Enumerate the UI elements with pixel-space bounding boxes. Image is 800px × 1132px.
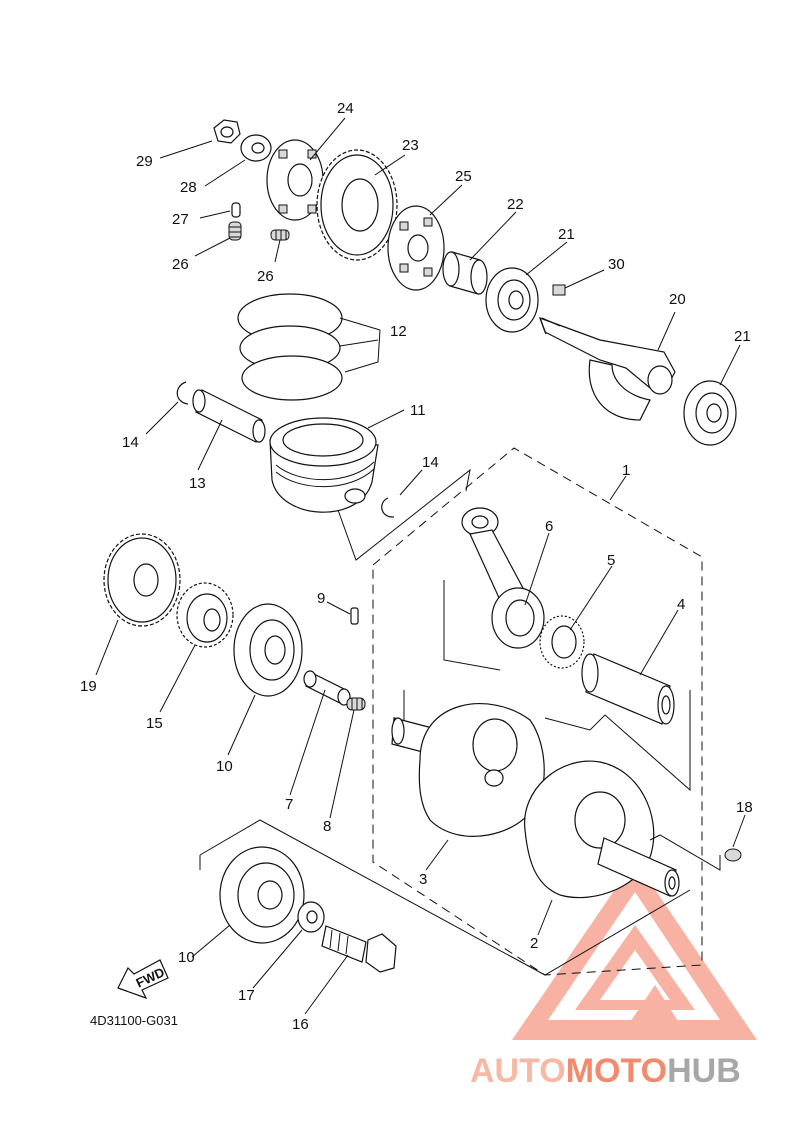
callout-14b: 14 — [422, 454, 439, 471]
assembly-lines — [199, 468, 721, 976]
fwd-arrow: FWD — [117, 959, 169, 1000]
needle-bearing-5 — [539, 615, 585, 669]
callout-9: 9 — [317, 590, 325, 607]
callout-14a: 14 — [122, 434, 139, 451]
bearing-21b — [683, 380, 737, 446]
key-30 — [552, 284, 566, 296]
watermark-moto: MOTO — [566, 1052, 667, 1090]
bearing-21a — [485, 267, 539, 333]
callout-27: 27 — [172, 211, 189, 228]
plate-25 — [387, 205, 445, 291]
callout-26a: 26 — [172, 256, 189, 273]
callout-leaders — [95, 117, 746, 1015]
piston-rings-12 — [237, 293, 343, 401]
bolt-16 — [321, 925, 397, 973]
callout-22: 22 — [507, 196, 524, 213]
callout-26b: 26 — [257, 268, 274, 285]
callout-17: 17 — [238, 987, 255, 1004]
circlip-14b — [381, 497, 395, 518]
spring-26b — [270, 229, 290, 241]
callout-15: 15 — [146, 715, 163, 732]
callout-1: 1 — [622, 462, 630, 479]
callout-10a: 10 — [216, 758, 233, 775]
washer-17 — [297, 901, 325, 933]
bolt-7 — [303, 670, 351, 706]
callout-21a: 21 — [558, 226, 575, 243]
spring-26a — [228, 221, 242, 241]
gear-19 — [103, 533, 181, 627]
crank-web-2 — [524, 760, 680, 899]
woodruff-key-18 — [724, 848, 742, 862]
callout-11: 11 — [410, 402, 426, 419]
callout-21b: 21 — [734, 328, 751, 345]
piston-pin-13 — [192, 389, 266, 443]
crank-pin-4 — [581, 653, 675, 725]
bearing-10b — [219, 846, 305, 944]
callout-4: 4 — [677, 596, 685, 613]
pin-9 — [350, 607, 359, 625]
watermark-auto: AUTO — [470, 1052, 566, 1090]
callout-23: 23 — [402, 137, 419, 154]
callout-18: 18 — [736, 799, 753, 816]
callout-24: 24 — [337, 100, 354, 117]
callout-29: 29 — [136, 153, 153, 170]
callout-19: 19 — [80, 678, 97, 695]
callout-3: 3 — [419, 871, 427, 888]
callout-16: 16 — [292, 1016, 309, 1033]
damper-hub-24 — [266, 139, 324, 221]
callout-6: 6 — [545, 518, 553, 535]
callout-7: 7 — [285, 796, 293, 813]
crank-web-3 — [391, 703, 545, 837]
watermark-hub: HUB — [667, 1052, 741, 1090]
callout-30: 30 — [608, 256, 625, 273]
spring-8 — [346, 697, 366, 711]
gear-15 — [176, 582, 234, 648]
pin-27 — [231, 202, 241, 218]
callout-20: 20 — [669, 291, 686, 308]
crankshaft-assembly-outline — [372, 447, 703, 976]
callout-12: 12 — [390, 323, 407, 340]
nut-29 — [213, 119, 241, 144]
callout-10b: 10 — [178, 949, 195, 966]
callout-labels: 29 28 27 26 26 24 23 25 22 21 30 20 21 1… — [80, 100, 753, 1033]
bearing-10a — [233, 603, 303, 697]
collar-22 — [442, 251, 488, 295]
watermark-text: AUTOMOTOHUB — [470, 1052, 741, 1090]
callout-2: 2 — [530, 935, 538, 952]
connecting-rod-6 — [461, 507, 545, 649]
callout-28: 28 — [180, 179, 197, 196]
diagram-code: 4D31100-G031 — [90, 1013, 178, 1028]
lock-washer-28 — [240, 134, 272, 162]
balancer-shaft-20 — [539, 316, 676, 421]
callout-25: 25 — [455, 168, 472, 185]
piston-11 — [269, 417, 379, 513]
circlip-14a — [176, 381, 189, 405]
callout-5: 5 — [607, 552, 615, 569]
callout-8: 8 — [323, 818, 331, 835]
callout-13: 13 — [189, 475, 206, 492]
watermark-logo — [512, 860, 757, 1040]
gear-23 — [316, 149, 398, 261]
